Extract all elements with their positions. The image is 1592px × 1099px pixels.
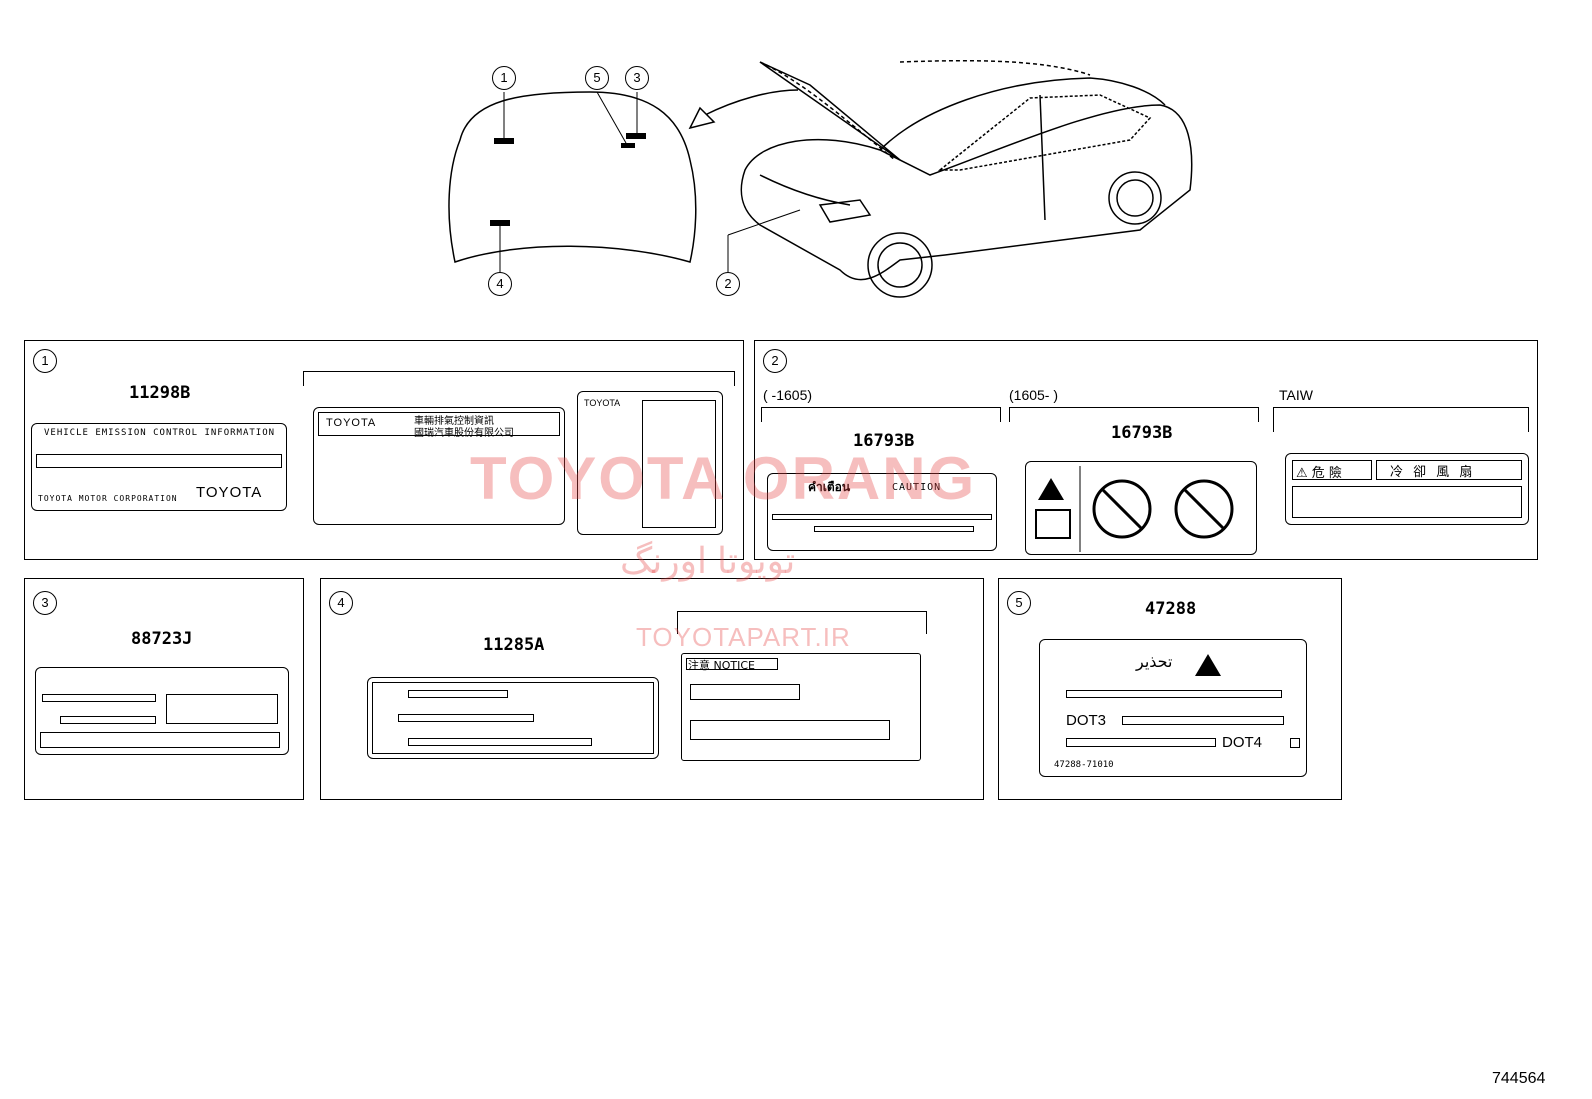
toyota-small-label: TOYOTA: [577, 391, 723, 535]
label-11285A: [367, 677, 659, 759]
panel-5-number: 5: [1007, 591, 1031, 615]
panel-2: 2 ( -1605) (1605- ) TAIW 16793B 16793B ค…: [754, 340, 1538, 560]
panel-4-number: 4: [329, 591, 353, 615]
notice-label: 注意 NOTICE: [681, 653, 921, 761]
part-number-47288: 47288: [1145, 599, 1197, 619]
figure-id: 744564: [1492, 1070, 1546, 1087]
callout-3: 3: [625, 66, 649, 90]
callout-1: 1: [492, 66, 516, 90]
no-tool-fan-icon: [1174, 479, 1234, 539]
corp-name: TOYOTA MOTOR CORPORATION: [38, 494, 178, 503]
part-number-11285A: 11285A: [483, 635, 545, 655]
manual-book-icon: [1035, 509, 1071, 539]
brand-text-3: TOYOTA: [584, 398, 621, 408]
taiwan-fan-label: ⚠ 危 險 冷 卻 風 扇: [1285, 453, 1529, 525]
panel-4: 4 11285A 注意 NOTICE: [320, 578, 984, 800]
thai-warning: คำเตือน: [808, 480, 851, 494]
cn-line-2: 國瑞汽車股份有限公司: [414, 428, 514, 439]
range-3: TAIW: [1279, 387, 1313, 403]
hood-label-5: [621, 143, 635, 148]
warning-triangle-icon: [1038, 478, 1064, 500]
hood-label-3: [626, 133, 646, 139]
danger-label: 危 險: [1311, 466, 1342, 481]
watermark-persian: تویوتا اورنگ: [620, 540, 796, 581]
callout-4: 4: [488, 272, 512, 296]
panel-1-number: 1: [33, 349, 57, 373]
cn-emission-label: TOYOTA 車輛排氣控制資訊 國瑞汽車股份有限公司: [313, 407, 565, 525]
part-number-11298B: 11298B: [129, 383, 191, 403]
brand-text: TOYOTA: [196, 484, 263, 501]
part-number-16793B-a: 16793B: [853, 431, 915, 451]
label-88723J: [35, 667, 289, 755]
no-hand-fan-icon: [1092, 479, 1152, 539]
warning-triangle-icon-5: [1195, 654, 1221, 676]
brake-fluid-label: تحذير DOT3 DOT4 47288-71010: [1039, 639, 1307, 777]
panel-5: 5 47288 تحذير DOT3 DOT4 47288-71010: [998, 578, 1342, 800]
hood-label-1: [494, 138, 514, 144]
panel-2-number: 2: [763, 349, 787, 373]
emission-title: VEHICLE EMISSION CONTROL INFORMATION: [44, 428, 276, 438]
caution-text: CAUTION: [892, 482, 942, 493]
part-number-16793B-b: 16793B: [1111, 423, 1173, 443]
arabic-warning: تحذير: [1136, 652, 1173, 671]
range-2: (1605- ): [1009, 387, 1059, 403]
car-body: [740, 59, 1193, 298]
danger-text: ⚠ 危 險: [1296, 466, 1342, 481]
pictogram-label: [1025, 461, 1257, 555]
callout-2: 2: [716, 272, 740, 296]
watermark-url: TOYOTAPART.IR: [636, 622, 851, 652]
notice-text: 注意 NOTICE: [688, 659, 755, 672]
panel-1: 1 11298B VEHICLE EMISSION CONTROL INFORM…: [24, 340, 744, 560]
dot4-text: DOT4: [1222, 734, 1263, 751]
panel-3: 3 88723J: [24, 578, 304, 800]
hood-outline: [448, 91, 697, 263]
fan-text: 冷 卻 風 扇: [1390, 465, 1476, 480]
dot3-text: DOT3: [1066, 712, 1107, 729]
hood-and-car-illustration: [448, 59, 1193, 298]
callout-5: 5: [585, 66, 609, 90]
brand-text-2: TOYOTA: [326, 417, 377, 429]
range-1: ( -1605): [763, 387, 813, 403]
fan-warning-pictograms: [1035, 466, 1234, 552]
thai-caution-label: คำเตือน CAUTION: [767, 473, 997, 551]
panel-3-number: 3: [33, 591, 57, 615]
label-code: 47288-71010: [1054, 760, 1114, 770]
watermark-main: TOYOTA ORANG: [470, 445, 977, 512]
cn-line-1: 車輛排氣控制資訊: [414, 416, 494, 427]
part-number-88723J: 88723J: [131, 629, 193, 649]
hood-label-4: [490, 220, 510, 226]
emission-label: VEHICLE EMISSION CONTROL INFORMATION TOY…: [31, 423, 287, 511]
